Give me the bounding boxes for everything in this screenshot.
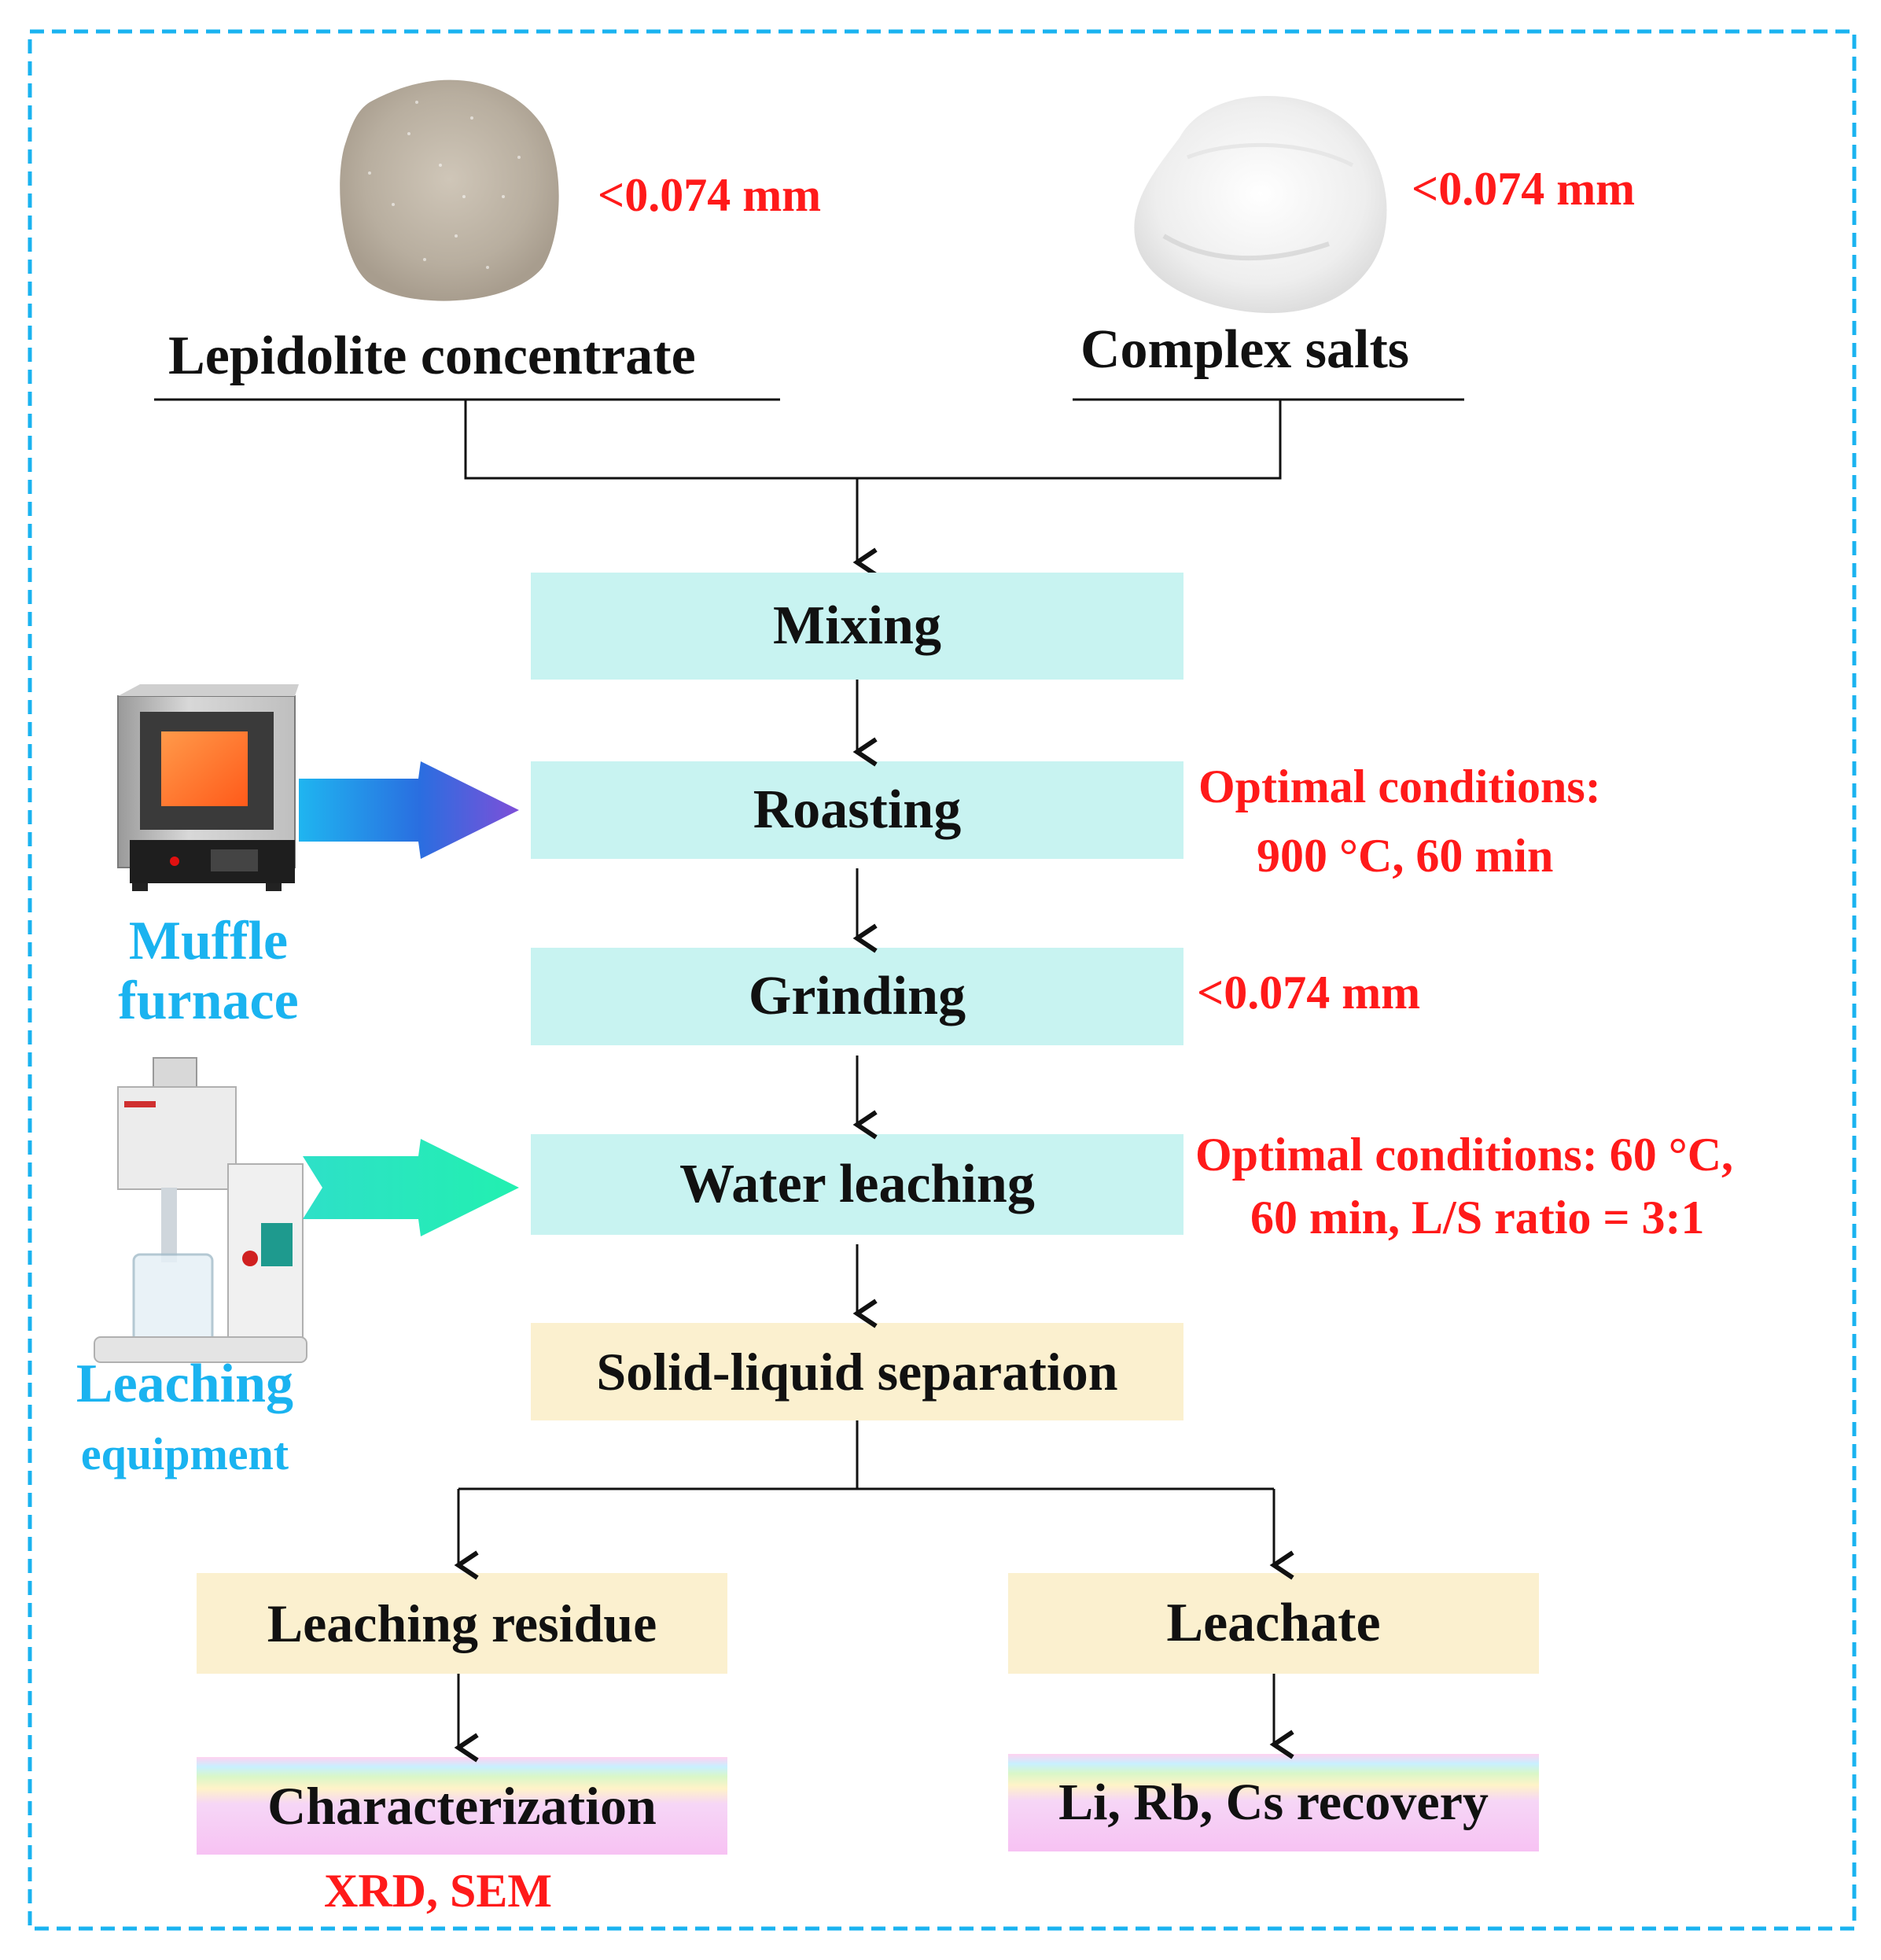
roasting-conditions-line2: 900 °C, 60 min (1257, 830, 1554, 882)
furnace-to-roasting-arrow (299, 761, 519, 859)
merge-connector (464, 400, 1282, 480)
leaching-equipment-label-line1: Leaching (75, 1354, 294, 1414)
recovery-label: Li, Rb, Cs recovery (1058, 1774, 1489, 1831)
characterization-methods: XRD, SEM (324, 1865, 553, 1917)
muffle-label-line1: Muffle (128, 911, 289, 971)
grinding-label: Grinding (748, 966, 966, 1026)
lepidolite-label: Lepidolite concentrate (168, 326, 696, 386)
leaching-conditions-line1: Optimal conditions: 60 °C, (1195, 1129, 1734, 1181)
lepidolite-size: <0.074 mm (598, 169, 822, 221)
water-leaching-box (531, 1134, 1183, 1235)
residue-box (197, 1573, 727, 1674)
mixing-label: Mixing (773, 595, 941, 656)
diagram-frame (28, 29, 1857, 1931)
leachate-box (1008, 1573, 1539, 1674)
leaching-equipment-label-line2: equipment (80, 1428, 289, 1479)
lepidolite-powder-image (340, 79, 559, 301)
water-leaching-label: Water leaching (679, 1154, 1035, 1214)
recovery-box (1008, 1754, 1539, 1851)
grinding-size-annotation: <0.074 mm (1197, 967, 1421, 1019)
mixing-box (531, 573, 1183, 680)
leaching-equipment-image (94, 1057, 307, 1363)
complex-salts-powder-image (1134, 96, 1387, 314)
roasting-conditions-line1: Optimal conditions: (1198, 761, 1601, 812)
muffle-furnace-image (117, 684, 299, 891)
leaching-conditions-line2: 60 min, L/S ratio = 3:1 (1250, 1192, 1705, 1243)
roasting-box (531, 761, 1183, 859)
separation-box (531, 1323, 1183, 1420)
characterization-box (197, 1757, 727, 1855)
roasting-label: Roasting (753, 779, 962, 840)
separation-label: Solid-liquid separation (596, 1342, 1118, 1402)
muffle-label-line2: furnace (118, 971, 299, 1031)
salts-size: <0.074 mm (1412, 163, 1636, 215)
grinding-box (531, 948, 1183, 1045)
leachate-label: Leachate (1166, 1593, 1381, 1653)
salts-label: Complex salts (1080, 319, 1410, 380)
equipment-to-leaching-arrow (303, 1139, 519, 1236)
residue-label: Leaching residue (267, 1593, 657, 1653)
characterization-label: Characterization (267, 1776, 657, 1836)
